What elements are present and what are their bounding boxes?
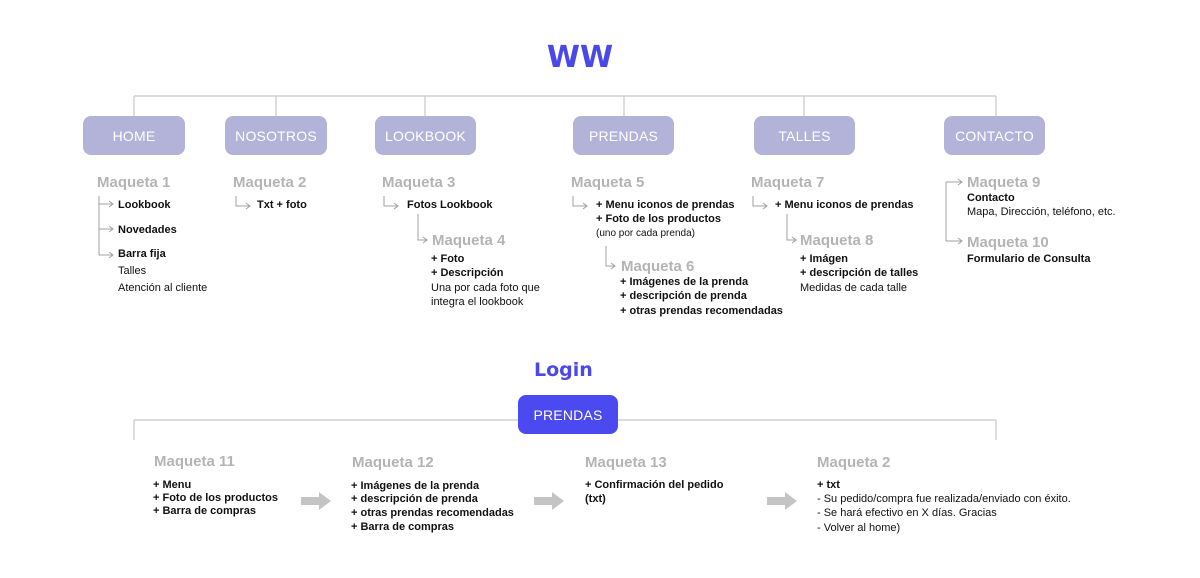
step4-line-1: + txt	[817, 479, 840, 491]
step1-line-1: + Menu	[153, 479, 192, 491]
contacto-item-contacto: Contacto	[967, 192, 1015, 204]
node-contacto[interactable]: CONTACTO	[944, 116, 1045, 155]
flow-arrow-1	[301, 492, 331, 510]
lookbook-sub-descripcion: + Descripción	[431, 267, 504, 279]
node-login-prendas[interactable]: PRENDAS	[518, 395, 618, 434]
step3-line-1: + Confirmación del pedido	[585, 479, 724, 491]
maqueta-9-label: Maqueta 9	[967, 174, 1041, 191]
node-lookbook[interactable]: LOOKBOOK	[375, 116, 476, 155]
maqueta-7-label: Maqueta 7	[751, 174, 825, 191]
node-prendas[interactable]: PRENDAS	[573, 116, 674, 155]
prendas-sub-imagenes: + Imágenes de la prenda	[620, 276, 749, 288]
home-item-novedades: Novedades	[118, 224, 177, 236]
step1-line-2: + Foto de los productos	[153, 492, 278, 504]
prendas-sub-descripcion: + descripción de prenda	[620, 290, 747, 302]
step3-line-2: (txt)	[585, 493, 606, 505]
prendas-sub-otras: + otras prendas recomendadas	[620, 305, 783, 317]
contacto-item-formulario: Formulario de Consulta	[967, 253, 1091, 265]
prendas-note: (uno por cada prenda)	[596, 228, 695, 239]
step2-line-2: + descripción de prenda	[351, 493, 478, 505]
maqueta-10-label: Maqueta 10	[967, 234, 1049, 251]
lookbook-sub-foto: + Foto	[431, 253, 465, 265]
talles-sub-note: Medidas de cada talle	[800, 282, 908, 294]
step4-line-3: - Se hará efectivo en X días. Gracias	[817, 507, 997, 519]
step4-line-2: - Su pedido/compra fue realizada/enviado…	[817, 493, 1071, 505]
lookbook-sub-note-1: Una por cada foto que	[431, 282, 540, 294]
prendas-item-menu: + Menu iconos de prendas	[596, 199, 735, 211]
maqueta-12-label: Maqueta 12	[352, 454, 434, 471]
maqueta-5-label: Maqueta 5	[571, 174, 645, 191]
step2-line-3: + otras prendas recomendadas	[351, 507, 514, 519]
flow-arrow-2	[534, 492, 564, 510]
maqueta-3-label: Maqueta 3	[382, 174, 456, 191]
maqueta-4-label: Maqueta 4	[432, 232, 506, 249]
maqueta-13-label: Maqueta 13	[585, 454, 667, 471]
talles-sub-descripcion: + descripción de talles	[800, 267, 919, 279]
home-item-lookbook: Lookbook	[118, 199, 171, 211]
node-talles[interactable]: TALLES	[754, 116, 855, 155]
page-title: WW	[546, 40, 614, 75]
maqueta-6-label: Maqueta 6	[621, 258, 695, 275]
node-nosotros[interactable]: NOSOTROS	[225, 116, 327, 155]
lookbook-sub-note-2: integra el lookbook	[431, 296, 524, 308]
node-home[interactable]: HOME	[83, 116, 185, 155]
maqueta-2-final-label: Maqueta 2	[817, 454, 891, 471]
login-title: Login	[534, 359, 593, 381]
maqueta-8-label: Maqueta 8	[800, 232, 874, 249]
flow-arrow-3	[767, 492, 797, 510]
contacto-note: Mapa, Dirección, teléfono, etc.	[967, 206, 1116, 218]
step4-line-4: - Volver al home)	[817, 522, 901, 534]
home-subitem-atencion: Atención al cliente	[118, 282, 208, 294]
maqueta-2-label: Maqueta 2	[233, 174, 307, 191]
maqueta-1-label: Maqueta 1	[97, 174, 171, 191]
home-item-barra-fija: Barra fija	[118, 248, 166, 260]
home-subitem-talles: Talles	[118, 265, 147, 277]
talles-item-menu: + Menu iconos de prendas	[775, 199, 914, 211]
step2-line-4: + Barra de compras	[351, 521, 455, 533]
lookbook-item: Fotos Lookbook	[407, 199, 493, 211]
step2-line-1: + Imágenes de la prenda	[351, 480, 480, 492]
maqueta-11-label: Maqueta 11	[154, 453, 235, 470]
talles-sub-imagen: + Imágen	[800, 253, 848, 265]
nosotros-item: Txt + foto	[257, 199, 307, 211]
step1-line-3: + Barra de compras	[153, 505, 257, 517]
prendas-item-foto: + Foto de los productos	[596, 213, 721, 225]
